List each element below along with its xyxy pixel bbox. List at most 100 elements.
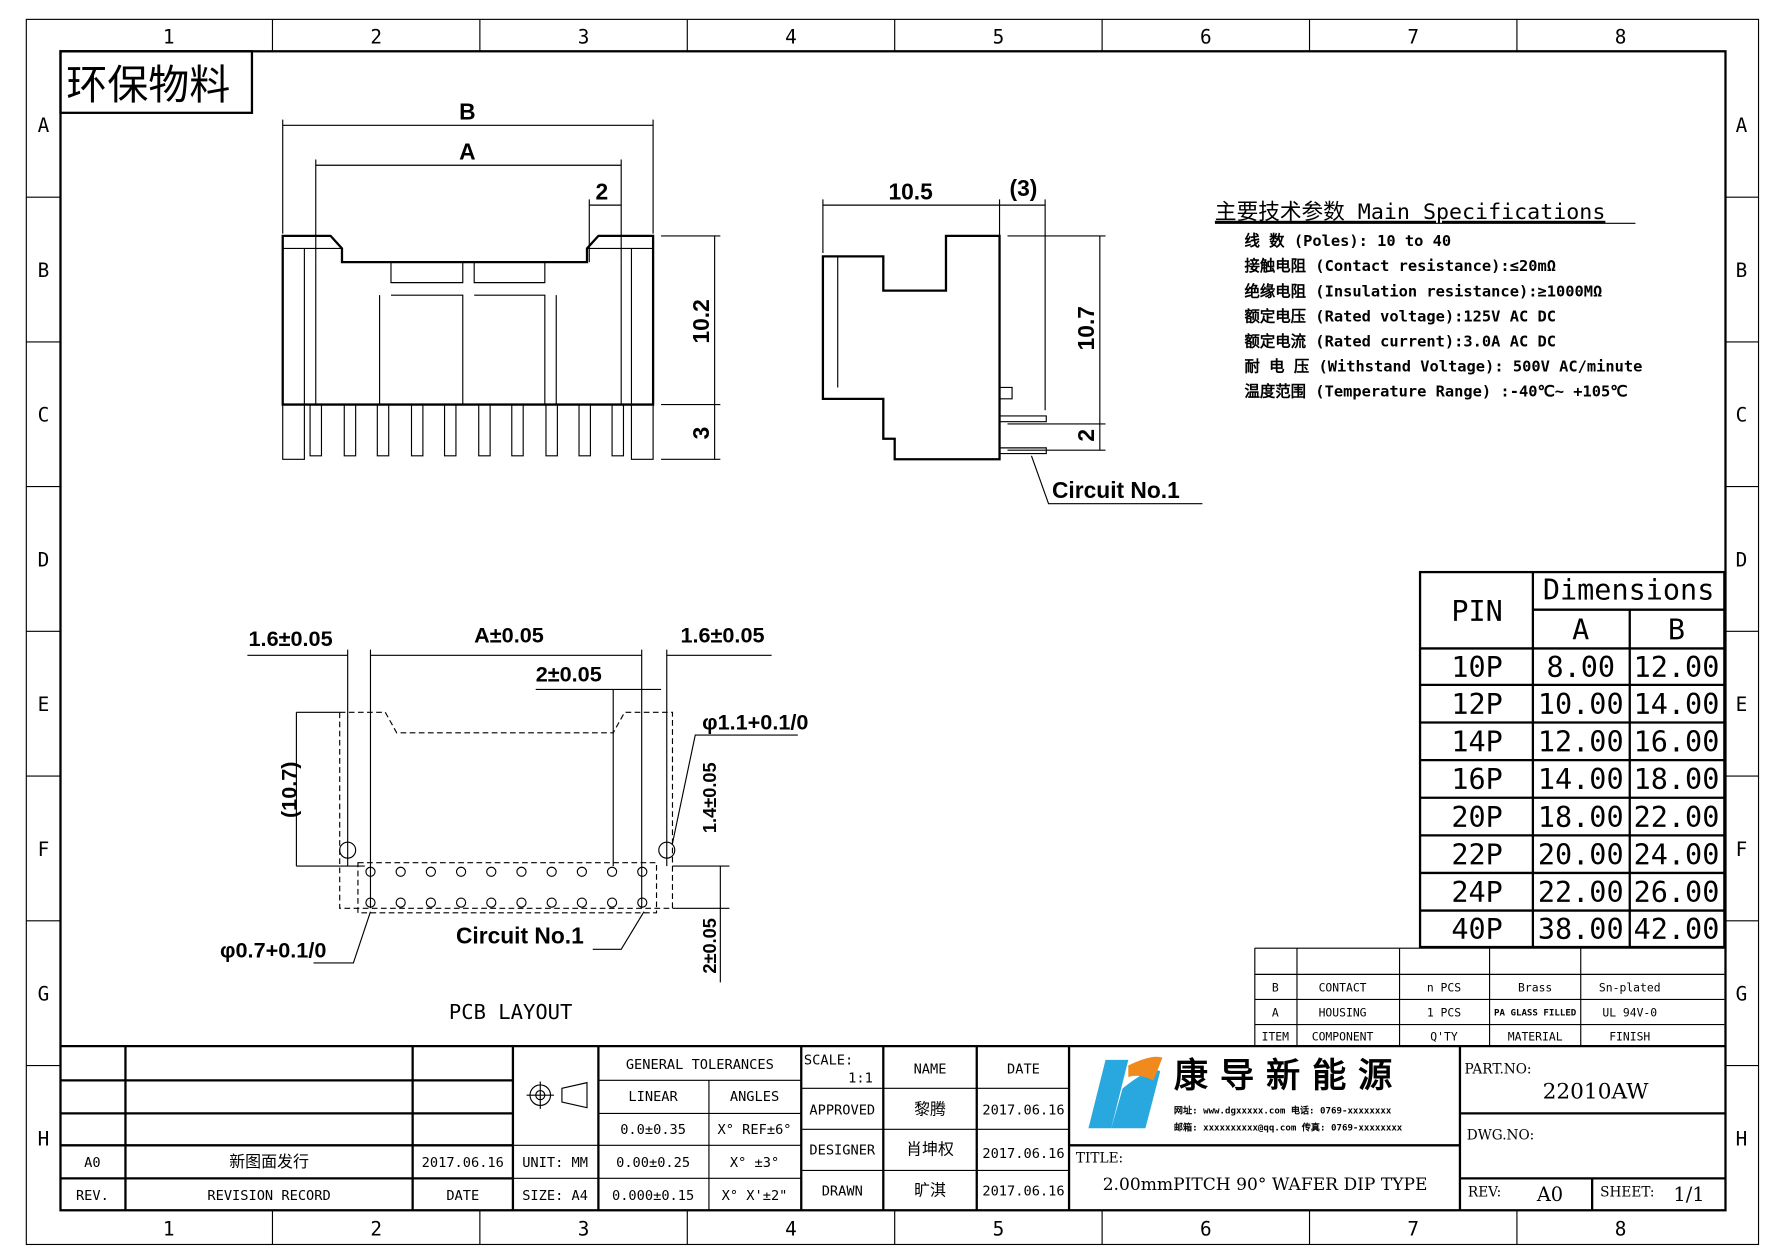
dim-cell-b: 22.00 bbox=[1634, 801, 1720, 834]
side-view: 10.5 (3) 10.7 2 Circuit No.1 bbox=[821, 175, 1203, 505]
dim-cell-pin: 22P bbox=[1451, 838, 1502, 871]
dim-cell-a: 10.00 bbox=[1538, 688, 1624, 721]
dim-cell-a: 14.00 bbox=[1538, 763, 1624, 796]
bom-cell: UL 94V-0 bbox=[1602, 1006, 1657, 1020]
spec-line: 接触电阻 (Contact resistance):≤20mΩ bbox=[1245, 256, 1556, 275]
dimension-a-label: A bbox=[459, 139, 475, 165]
row-label: A bbox=[38, 114, 50, 137]
svg-text:环保物料: 环保物料 bbox=[66, 61, 230, 109]
dim-cell-pin: 40P bbox=[1451, 913, 1502, 946]
row-label: H bbox=[38, 1127, 50, 1150]
row-spacing-dimension: 2±0.05 bbox=[699, 918, 720, 974]
tolerance-value: 0.00±0.25 bbox=[616, 1155, 690, 1171]
pitch-dimension: 2±0.05 bbox=[536, 661, 602, 686]
dim-cell-a: 18.00 bbox=[1538, 801, 1624, 834]
pin-hole bbox=[637, 897, 648, 908]
col-label: 5 bbox=[993, 25, 1005, 48]
pitch-dimension: 2 bbox=[595, 178, 608, 204]
pin-dimension: 2 bbox=[1073, 429, 1099, 442]
height-dimension: 10.7 bbox=[1073, 306, 1099, 350]
part-no-label: PART.NO: bbox=[1465, 1062, 1532, 1078]
height-dimension: (10.7) bbox=[276, 761, 301, 818]
name-header: NAME bbox=[914, 1062, 947, 1078]
dim-cell-b: 16.00 bbox=[1634, 726, 1720, 759]
depth-dimension: 10.5 bbox=[888, 178, 933, 204]
pin-hole bbox=[425, 866, 437, 877]
part-number: 22010AW bbox=[1543, 1080, 1650, 1105]
pin-hole bbox=[516, 897, 527, 908]
col-a-header: A bbox=[1572, 613, 1589, 646]
sheet-label: SHEET: bbox=[1600, 1185, 1654, 1201]
pin-hole bbox=[546, 897, 557, 908]
row-label: C bbox=[38, 404, 50, 427]
tolerance-value: 0.0±0.35 bbox=[620, 1122, 686, 1138]
row-label: H bbox=[1736, 1127, 1748, 1150]
rev-header: REV. bbox=[76, 1188, 109, 1204]
title-block: A0 新图面发行 2017.06.16 REV. REVISION RECORD… bbox=[60, 1045, 1726, 1211]
pin-hole-dimension: φ0.7+0.1/0 bbox=[220, 937, 326, 962]
signoff-role: DESIGNER bbox=[809, 1142, 876, 1158]
eco-material-stamp: 环保物料 bbox=[59, 50, 254, 114]
drawing-title: 2.00mmPITCH 90° WAFER DIP TYPE bbox=[1103, 1175, 1428, 1195]
dim-cell-b: 42.00 bbox=[1634, 913, 1720, 946]
col-label: 4 bbox=[785, 25, 797, 48]
pin-header: PIN bbox=[1451, 595, 1502, 628]
col-label: 6 bbox=[1200, 1217, 1212, 1240]
rev-label: REV: bbox=[1468, 1185, 1501, 1201]
left-offset-dimension: 1.6±0.05 bbox=[249, 626, 333, 651]
sheet-value: 1/1 bbox=[1673, 1183, 1704, 1206]
pin-hole bbox=[546, 866, 557, 877]
bom-header: COMPONENT bbox=[1312, 1029, 1374, 1043]
spec-line: 绝缘电阻 (Insulation resistance):≥1000MΩ bbox=[1245, 281, 1603, 300]
specs-title: 主要技术参数 Main Specifications bbox=[1215, 200, 1605, 225]
projection-symbol-icon bbox=[526, 1081, 588, 1109]
col-label: 8 bbox=[1615, 25, 1627, 48]
signoff-date: 2017.06.16 bbox=[982, 1183, 1064, 1199]
pin-hole bbox=[365, 897, 376, 908]
dim-cell-b: 14.00 bbox=[1634, 688, 1720, 721]
bom-cell: HOUSING bbox=[1319, 1006, 1367, 1020]
col-label: 5 bbox=[993, 1217, 1005, 1240]
bom-cell: n PCS bbox=[1427, 980, 1461, 994]
company-contact: 网址: www.dgxxxxx.com 电话: 0769-xxxxxxxx bbox=[1174, 1104, 1392, 1116]
date-header: DATE bbox=[1007, 1062, 1040, 1078]
pin-hole bbox=[606, 866, 618, 877]
signoff-date: 2017.06.16 bbox=[982, 1146, 1064, 1162]
row-label: G bbox=[1736, 983, 1748, 1006]
size-label: SIZE: A4 bbox=[522, 1188, 588, 1204]
col-label: 3 bbox=[578, 25, 590, 48]
col-b-header: B bbox=[1668, 613, 1685, 646]
pin-hole bbox=[576, 897, 588, 908]
col-label: 1 bbox=[163, 25, 175, 48]
date-header: DATE bbox=[446, 1188, 479, 1204]
dimensions-header: Dimensions bbox=[1543, 573, 1715, 606]
circuit-no1-label: Circuit No.1 bbox=[456, 923, 584, 949]
pin-hole bbox=[516, 866, 527, 877]
pin-length-dimension: 3 bbox=[688, 427, 714, 440]
mount-hole-dimension: φ1.1+0.1/0 bbox=[702, 709, 808, 734]
rev-value: A0 bbox=[1536, 1183, 1563, 1206]
ref-dimension: (3) bbox=[1010, 175, 1038, 201]
col-label: 3 bbox=[578, 1217, 590, 1240]
circuit-no1-label: Circuit No.1 bbox=[1052, 477, 1180, 503]
pin-hole bbox=[637, 866, 648, 877]
scale-label: SCALE: bbox=[804, 1052, 853, 1068]
drawing-frame: 1 2 3 4 5 6 7 8 1 2 3 4 5 6 7 8 A B C D … bbox=[25, 18, 1760, 1246]
row-label: C bbox=[1736, 404, 1748, 427]
general-tolerances-title: GENERAL TOLERANCES bbox=[626, 1057, 774, 1073]
pcb-layout: 1.6±0.05 A±0.05 1.6±0.05 2±0.05 φ1.1+0.1… bbox=[220, 623, 808, 1024]
bom-cell: CONTACT bbox=[1319, 980, 1367, 994]
col-label: 7 bbox=[1407, 1217, 1419, 1240]
angles-header: ANGLES bbox=[730, 1089, 779, 1105]
signoff-name: 黎腾 bbox=[914, 1100, 946, 1119]
linear-header: LINEAR bbox=[628, 1089, 678, 1105]
spec-line: 额定电压 (Rated voltage):125V AC DC bbox=[1245, 306, 1556, 325]
col-label: 2 bbox=[370, 25, 382, 48]
spec-line: 额定电流 (Rated current):3.0A AC DC bbox=[1245, 331, 1556, 350]
dim-cell-pin: 16P bbox=[1451, 763, 1502, 796]
scale-value: 1:1 bbox=[848, 1071, 873, 1087]
pin-hole bbox=[486, 866, 497, 877]
bom-cell: B bbox=[1272, 980, 1279, 994]
pin-hole bbox=[455, 897, 467, 908]
